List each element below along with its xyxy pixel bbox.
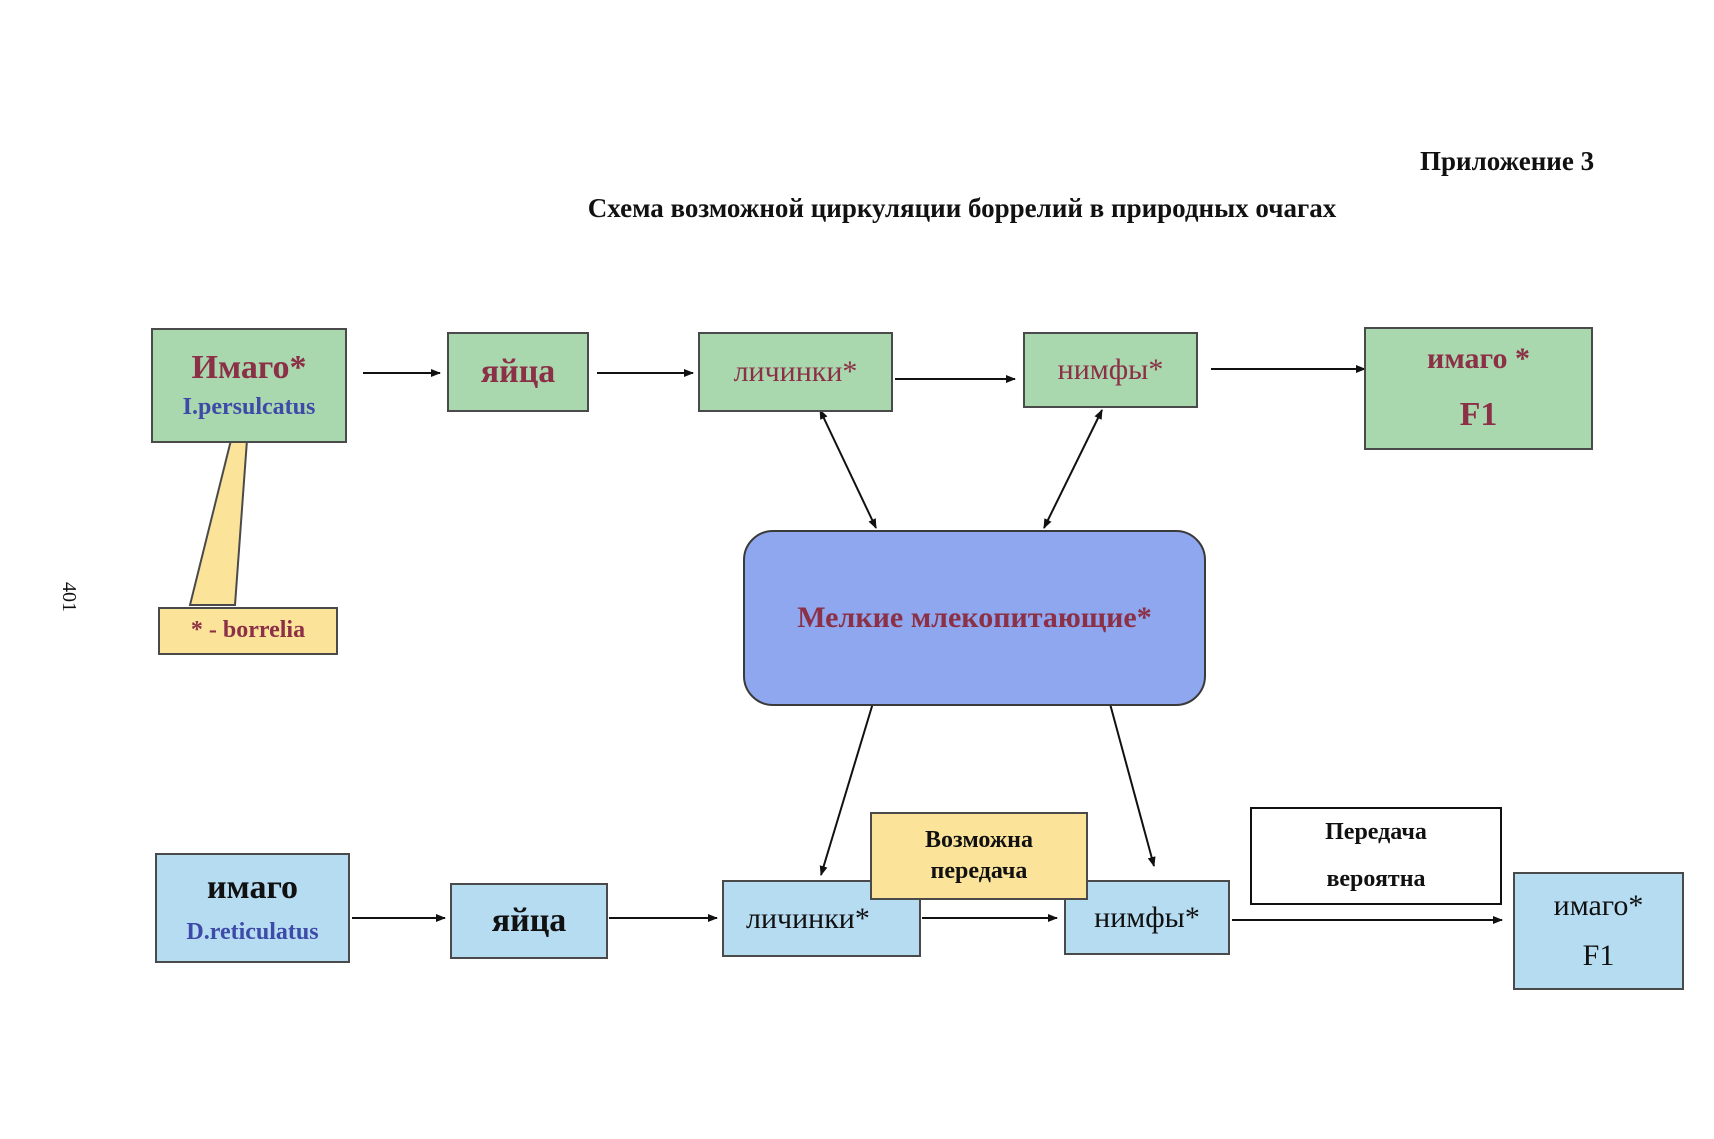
node-imago-f1-gen: F1 xyxy=(1459,396,1498,434)
page-title: Схема возможной циркуляции боррелий в пр… xyxy=(587,193,1337,223)
node-nymphs-label: нимфы* xyxy=(1094,900,1200,934)
node-larvae-label: личинки* xyxy=(733,355,858,388)
node-imago-f1-gen: F1 xyxy=(1582,939,1615,972)
node-eggs-label: яйца xyxy=(480,352,556,390)
note-probable-line2: вероятна xyxy=(1326,866,1426,892)
appendix-label: Приложение 3 xyxy=(1420,146,1595,176)
node-imago-f1-top: имаго * F1 xyxy=(1364,327,1593,450)
node-imago-species: D.reticulatus xyxy=(186,918,319,945)
note-probable-line1: Передача xyxy=(1325,818,1427,845)
legend-note-text: * - borrelia xyxy=(190,617,306,644)
node-eggs-top: яйца xyxy=(447,332,589,412)
node-eggs-label: яйца xyxy=(491,901,567,939)
node-imago-f1-label: имаго * xyxy=(1427,342,1530,376)
node-larvae-top: личинки* xyxy=(698,332,893,412)
note-probable-transmission: Передача вероятна xyxy=(1250,807,1502,905)
arrow-hosts-to-larvae-bottom xyxy=(819,692,877,876)
note-possible-line1: Возможна xyxy=(925,826,1033,853)
node-nymphs-bottom: нимфы* xyxy=(1064,880,1230,955)
node-imago-f1-bottom: имаго* F1 xyxy=(1513,872,1684,990)
node-imago-persulcatus: Имаго* I.persulcatus xyxy=(151,328,347,443)
node-small-mammals: Мелкие млекопитающие* xyxy=(743,530,1206,706)
arrow-nymphs-hosts xyxy=(1043,409,1103,529)
node-nymphs-top: нимфы* xyxy=(1023,332,1198,408)
arrow-larvae-hosts xyxy=(819,409,877,529)
node-nymphs-label: нимфы* xyxy=(1057,353,1164,386)
node-imago-label: имаго xyxy=(206,869,299,906)
node-small-mammals-label: Мелкие млекопитающие* xyxy=(797,601,1152,634)
node-imago-label: Имаго* xyxy=(191,348,307,386)
legend-note-borrelia: * - borrelia xyxy=(158,607,338,655)
node-eggs-bottom: яйца xyxy=(450,883,608,959)
node-imago-reticulatus: имаго D.reticulatus xyxy=(155,853,350,963)
arrow-hosts-to-nymphs-bottom xyxy=(1105,688,1156,867)
node-imago-f1-label: имаго* xyxy=(1553,889,1644,922)
legend-callout-pointer xyxy=(188,439,249,606)
node-larvae-label: личинки* xyxy=(746,901,870,935)
note-possible-transmission: Возможна передача xyxy=(870,812,1088,900)
node-larvae-bottom: личинки* xyxy=(722,880,921,957)
node-imago-species: I.persulcatus xyxy=(182,394,316,421)
note-possible-line2: передача xyxy=(930,858,1028,884)
